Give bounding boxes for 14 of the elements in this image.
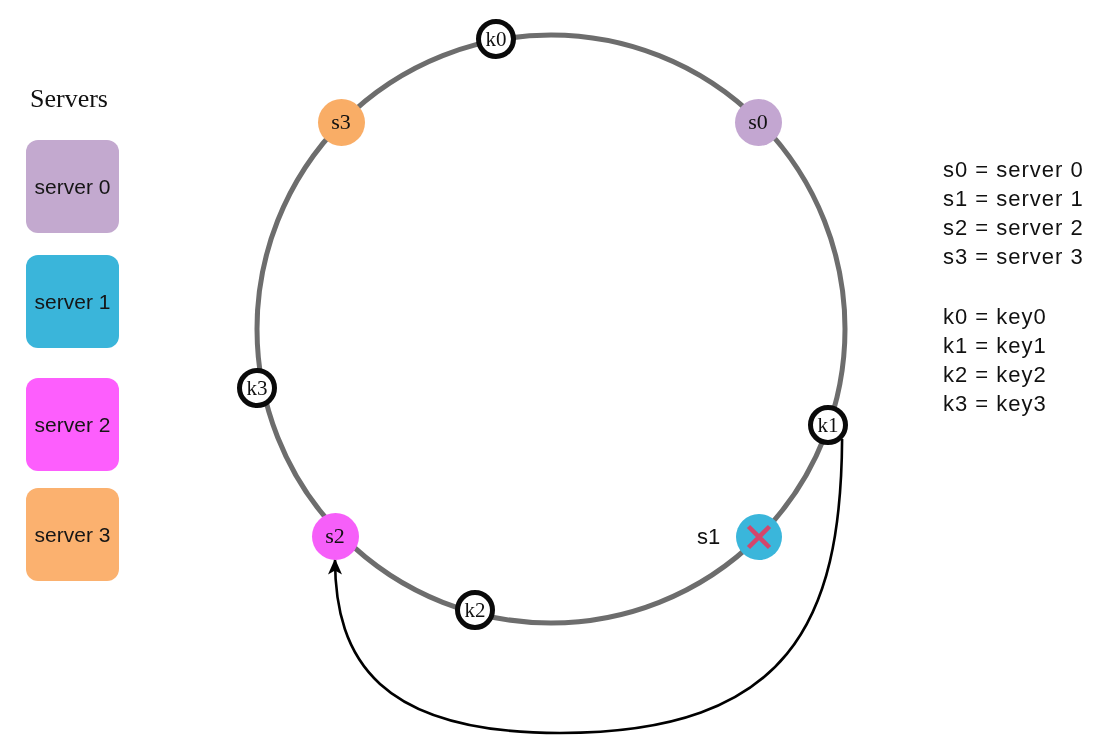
server-box: server 0 xyxy=(26,140,119,233)
definition-text: s3 = server 3 xyxy=(943,246,1084,268)
definition-text: k3 = key3 xyxy=(943,393,1047,415)
definition-text: k0 = key0 xyxy=(943,306,1047,328)
server-box: server 1 xyxy=(26,255,119,348)
definition-text: s1 = server 1 xyxy=(943,188,1084,210)
definition-text: s2 = server 2 xyxy=(943,217,1084,239)
definition-text: s0 = server 0 xyxy=(943,159,1084,181)
definition-text: k1 = key1 xyxy=(943,335,1047,357)
definition-text: k2 = key2 xyxy=(943,364,1047,386)
server-box: server 3 xyxy=(26,488,119,581)
panel-heading: Servers xyxy=(30,86,108,112)
server-box: server 2 xyxy=(26,378,119,471)
node-caption: s1 xyxy=(697,526,721,548)
